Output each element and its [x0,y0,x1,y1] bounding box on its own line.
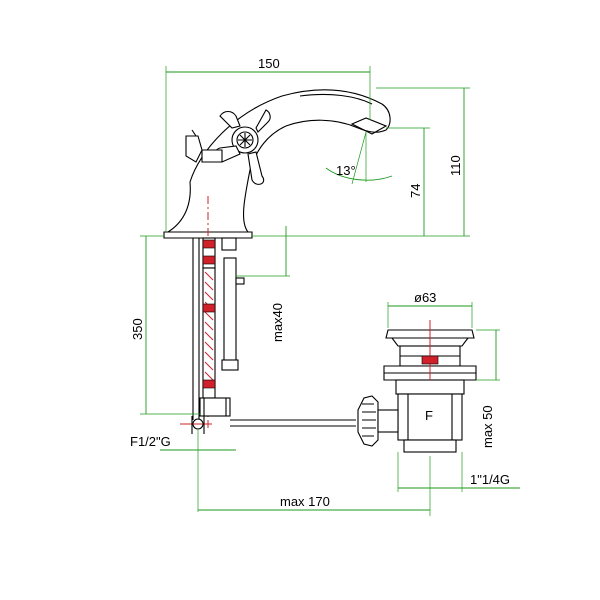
dim-spout-reach-label: 150 [258,56,280,71]
dim-inlet-thread-label: F1/2"G [130,434,171,449]
dim-max-thickness-label: max40 [270,303,285,342]
dim-waste-thread-label: 1"1/4G [470,472,510,487]
popup-rod [180,416,356,434]
dimension-lines [140,66,520,516]
shank-and-hoses [192,237,245,420]
dim-waste-height-label: max 50 [480,405,495,448]
dim-height-total-label: 110 [448,155,463,176]
dim-waste-diameter-label: ø63 [414,290,436,305]
dim-spout-angle-label: 13° [336,163,356,178]
dim-tail-length-label: 350 [130,318,145,340]
waste-mark-label: F [425,408,433,423]
dim-rod-length-label: max 170 [280,494,330,509]
waste-assembly: F [357,320,477,453]
tap-body [163,89,391,239]
dim-height-spout-label: 74 [408,184,423,198]
handle-assembly [185,109,271,185]
